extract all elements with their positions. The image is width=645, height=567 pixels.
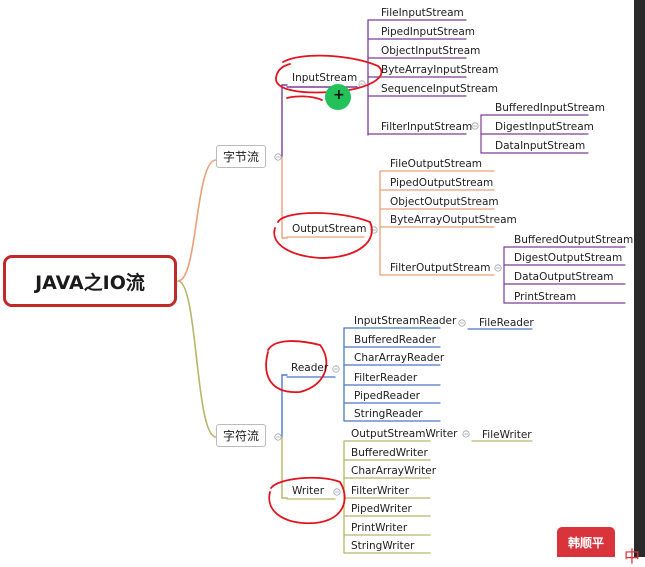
- annotation-stroke-inputstream: [286, 95, 323, 101]
- filterreader-node[interactable]: FilterReader: [354, 372, 418, 384]
- datainputstream-node[interactable]: DataInputStream: [495, 140, 586, 152]
- filterwriter-node[interactable]: FilterWriter: [351, 485, 410, 497]
- digestinputstream-node[interactable]: DigestInputStream: [495, 121, 594, 133]
- root-node[interactable]: JAVA之IO流: [3, 255, 177, 307]
- stringreader-node[interactable]: StringReader: [354, 408, 423, 420]
- watermark-tail: 中: [624, 547, 641, 566]
- pipedoutputstream-node[interactable]: PipedOutputStream: [390, 177, 494, 189]
- annotation-circle-reader: [265, 340, 328, 393]
- right-edge-bar: [634, 0, 645, 557]
- chararraywriter-node[interactable]: CharArrayWriter: [351, 465, 437, 477]
- annotation-circle-writer: [268, 476, 346, 525]
- connector-byte-output: [281, 156, 288, 239]
- filteroutputstream-node[interactable]: FilterOutputStream: [390, 262, 491, 274]
- outputstream-node[interactable]: OutputStream: [292, 223, 367, 235]
- bufferedwriter-node[interactable]: BufferedWriter: [351, 447, 428, 459]
- stringwriter-node[interactable]: StringWriter: [351, 540, 415, 552]
- digestoutputstream-node[interactable]: DigestOutputStream: [514, 252, 623, 264]
- connector-root-byte: [177, 159, 217, 282]
- sequenceinputstream-node[interactable]: SequenceInputStream: [381, 83, 498, 95]
- byte-stream-node[interactable]: 字节流: [216, 145, 267, 168]
- bufferedreader-node[interactable]: BufferedReader: [354, 334, 436, 346]
- chararrayreader-node[interactable]: CharArrayReader: [354, 352, 445, 364]
- dataoutputstream-node[interactable]: DataOutputStream: [514, 271, 614, 283]
- writer-node[interactable]: Writer: [292, 485, 325, 497]
- printwriter-node[interactable]: PrintWriter: [351, 522, 408, 534]
- watermark-badge: 韩顺平: [557, 527, 615, 557]
- inputstreamreader-node[interactable]: InputStreamReader: [354, 315, 457, 327]
- bytearrayinputstream-node[interactable]: ByteArrayInputStream: [381, 64, 499, 76]
- filereader-node[interactable]: FileReader: [479, 317, 534, 329]
- pointer-cursor-icon: +: [325, 84, 351, 110]
- pipedreader-node[interactable]: PipedReader: [354, 390, 420, 402]
- pipedinputstream-node[interactable]: PipedInputStream: [381, 26, 475, 38]
- outputstreamwriter-node[interactable]: OutputStreamWriter: [351, 428, 458, 440]
- reader-node[interactable]: Reader: [291, 362, 329, 374]
- annotation-circle-outputstream: [273, 212, 373, 259]
- bufferedinputstream-node[interactable]: BufferedInputStream: [495, 102, 605, 114]
- filterinputstream-node[interactable]: FilterInputStream: [381, 121, 473, 133]
- pipedwriter-node[interactable]: PipedWriter: [351, 503, 412, 515]
- fileinputstream-node[interactable]: FileInputStream: [381, 7, 464, 19]
- objectinputstream-node[interactable]: ObjectInputStream: [381, 45, 481, 57]
- fileoutputstream-node[interactable]: FileOutputStream: [390, 158, 483, 170]
- connector-char-writer: [281, 436, 288, 499]
- bufferedoutputstream-node[interactable]: BufferedOutputStream: [514, 234, 634, 246]
- bytearrayoutputstream-node[interactable]: ByteArrayOutputStream: [390, 214, 517, 226]
- printstream-node[interactable]: PrintStream: [514, 291, 577, 303]
- connector-char-reader: [281, 374, 288, 438]
- inputstream-node[interactable]: InputStream: [292, 72, 358, 84]
- objectoutputstream-node[interactable]: ObjectOutputStream: [390, 196, 499, 208]
- filewriter-node[interactable]: FileWriter: [482, 429, 532, 441]
- connector-root-char: [177, 280, 217, 438]
- connector-byte-input: [281, 84, 288, 158]
- char-stream-node[interactable]: 字符流: [216, 424, 267, 447]
